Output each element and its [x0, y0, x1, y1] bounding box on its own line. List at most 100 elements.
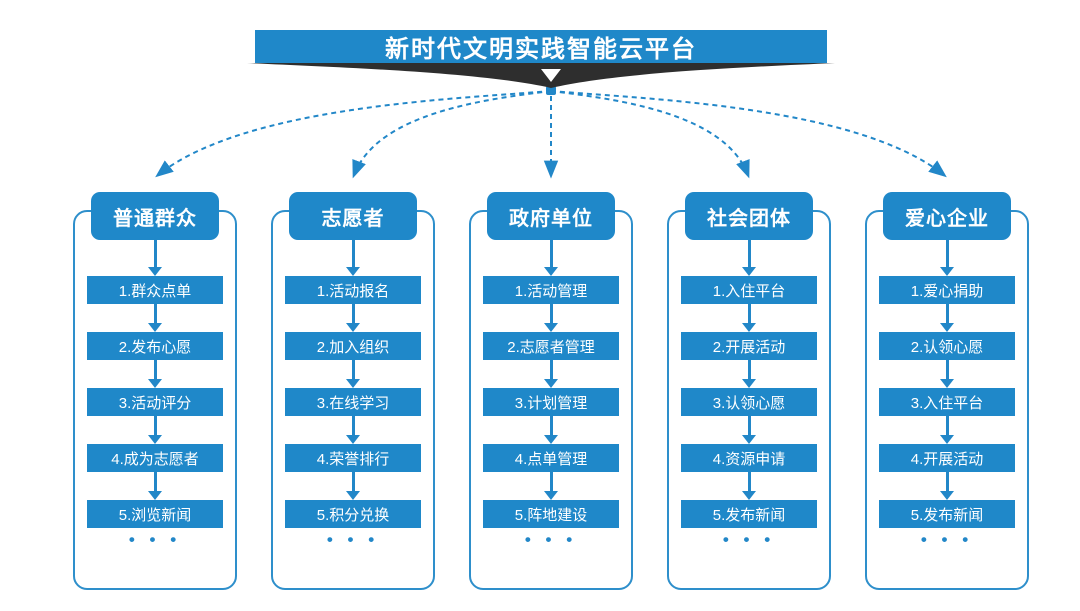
- role-column-government: 政府单位 1.活动管理 2.志愿者管理 3.计划管理 4.点单管理 5.阵地建设…: [469, 192, 633, 590]
- down-arrow-icon: [742, 240, 756, 276]
- flow-step: 5.浏览新闻: [87, 500, 223, 528]
- flow-step: 4.开展活动: [879, 444, 1015, 472]
- flow-step-label: 4.荣誉排行: [316, 450, 390, 468]
- ellipsis-label: • • •: [128, 530, 182, 549]
- flow-step-label: 3.在线学习: [316, 394, 390, 412]
- down-arrow-icon: [940, 416, 954, 444]
- flow-step: 2.开展活动: [681, 332, 817, 360]
- down-arrow-icon: [940, 304, 954, 332]
- flow-step-label: 3.活动评分: [118, 394, 192, 412]
- flow-step: 2.加入组织: [285, 332, 421, 360]
- flow-step-label: 5.发布新闻: [712, 506, 786, 524]
- title-banner-swoosh: [247, 63, 835, 88]
- down-arrow-icon: [544, 416, 558, 444]
- flow-step: 2.发布心愿: [87, 332, 223, 360]
- flow-step: 5.积分兑换: [285, 500, 421, 528]
- down-arrow-icon: [544, 472, 558, 500]
- flow-step: 4.荣誉排行: [285, 444, 421, 472]
- flow-step: 3.活动评分: [87, 388, 223, 416]
- flow-step-label: 2.认领心愿: [910, 338, 984, 356]
- down-arrow-icon: [940, 472, 954, 500]
- flow-step: 5.阵地建设: [483, 500, 619, 528]
- role-column-ordinary-public: 普通群众 1.群众点单 2.发布心愿 3.活动评分 4.成为志愿者 5.浏览新闻…: [73, 192, 237, 590]
- down-arrow-icon: [940, 360, 954, 388]
- flow-step: 3.计划管理: [483, 388, 619, 416]
- diagram-title-bar: 新时代文明实践智能云平台: [255, 30, 827, 63]
- flow-step-label: 4.成为志愿者: [111, 450, 199, 468]
- flow-step: 5.发布新闻: [681, 500, 817, 528]
- down-arrow-icon: [742, 304, 756, 332]
- column-header: 普通群众: [91, 192, 219, 240]
- down-triangle-icon: [541, 69, 561, 82]
- flow-step-label: 4.资源申请: [712, 450, 786, 468]
- column-header-label: 社会团体: [707, 207, 791, 230]
- flow-step-label: 3.认领心愿: [712, 394, 786, 412]
- flow-step-label: 1.入住平台: [712, 282, 786, 300]
- ellipsis-label: • • •: [524, 530, 578, 549]
- connector-curve-1: [155, 90, 552, 178]
- flow-step: 3.认领心愿: [681, 388, 817, 416]
- flow-step-label: 5.阵地建设: [514, 506, 588, 524]
- flow-step: 1.群众点单: [87, 276, 223, 304]
- down-arrow-icon: [148, 304, 162, 332]
- flow-step: 4.点单管理: [483, 444, 619, 472]
- ellipsis-label: • • •: [722, 530, 776, 549]
- down-arrow-icon: [742, 416, 756, 444]
- flow-step-label: 1.群众点单: [118, 282, 192, 300]
- down-arrow-icon: [544, 304, 558, 332]
- down-arrow-icon: [544, 360, 558, 388]
- column-header-label: 政府单位: [509, 207, 593, 230]
- flow-step-label: 5.浏览新闻: [118, 506, 192, 524]
- down-arrow-icon: [148, 360, 162, 388]
- flow-step-label: 3.入住平台: [910, 394, 984, 412]
- flow-step: 3.入住平台: [879, 388, 1015, 416]
- role-column-social-group: 社会团体 1.入住平台 2.开展活动 3.认领心愿 4.资源申请 5.发布新闻 …: [667, 192, 831, 590]
- flow-step-label: 1.爱心捐助: [910, 282, 984, 300]
- flow-step: 2.志愿者管理: [483, 332, 619, 360]
- flow-step-label: 5.积分兑换: [316, 506, 390, 524]
- connector-curve-4: [550, 90, 750, 179]
- connector-curve-2: [352, 90, 552, 179]
- flow-step-label: 4.点单管理: [514, 450, 588, 468]
- flow-step: 1.爱心捐助: [879, 276, 1015, 304]
- banner-dark-shape: [247, 63, 835, 88]
- flow-step-label: 2.开展活动: [712, 338, 786, 356]
- down-arrow-icon: [940, 240, 954, 276]
- flow-step-label: 2.加入组织: [316, 338, 390, 356]
- flow-step: 4.资源申请: [681, 444, 817, 472]
- down-arrow-icon: [346, 240, 360, 276]
- connector-curve-5: [550, 90, 947, 178]
- down-arrow-icon: [346, 472, 360, 500]
- flow-step: 1.活动管理: [483, 276, 619, 304]
- flow-step: 2.认领心愿: [879, 332, 1015, 360]
- flow-step: 3.在线学习: [285, 388, 421, 416]
- column-header: 政府单位: [487, 192, 615, 240]
- flow-step: 1.入住平台: [681, 276, 817, 304]
- ellipsis-label: • • •: [326, 530, 380, 549]
- column-header: 爱心企业: [883, 192, 1011, 240]
- down-arrow-icon: [148, 472, 162, 500]
- flow-step-label: 4.开展活动: [910, 450, 984, 468]
- down-arrow-icon: [742, 360, 756, 388]
- flow-step-label: 3.计划管理: [514, 394, 588, 412]
- role-column-caring-enterprise: 爱心企业 1.爱心捐助 2.认领心愿 3.入住平台 4.开展活动 5.发布新闻 …: [865, 192, 1029, 590]
- column-header: 社会团体: [685, 192, 813, 240]
- down-arrow-icon: [742, 472, 756, 500]
- flow-step: 5.发布新闻: [879, 500, 1015, 528]
- column-header-label: 爱心企业: [905, 207, 989, 230]
- down-arrow-icon: [544, 240, 558, 276]
- down-arrow-icon: [148, 240, 162, 276]
- down-arrow-icon: [346, 304, 360, 332]
- column-header-label: 普通群众: [113, 207, 197, 230]
- flow-step-label: 1.活动报名: [316, 282, 390, 300]
- flow-step-label: 2.发布心愿: [118, 338, 192, 356]
- diagram-title: 新时代文明实践智能云平台: [385, 36, 697, 63]
- connector-hub-dot: [546, 86, 556, 95]
- flow-step: 1.活动报名: [285, 276, 421, 304]
- column-header: 志愿者: [289, 192, 417, 240]
- ellipsis-label: • • •: [920, 530, 974, 549]
- role-column-volunteer: 志愿者 1.活动报名 2.加入组织 3.在线学习 4.荣誉排行 5.积分兑换 •…: [271, 192, 435, 590]
- flow-step-label: 5.发布新闻: [910, 506, 984, 524]
